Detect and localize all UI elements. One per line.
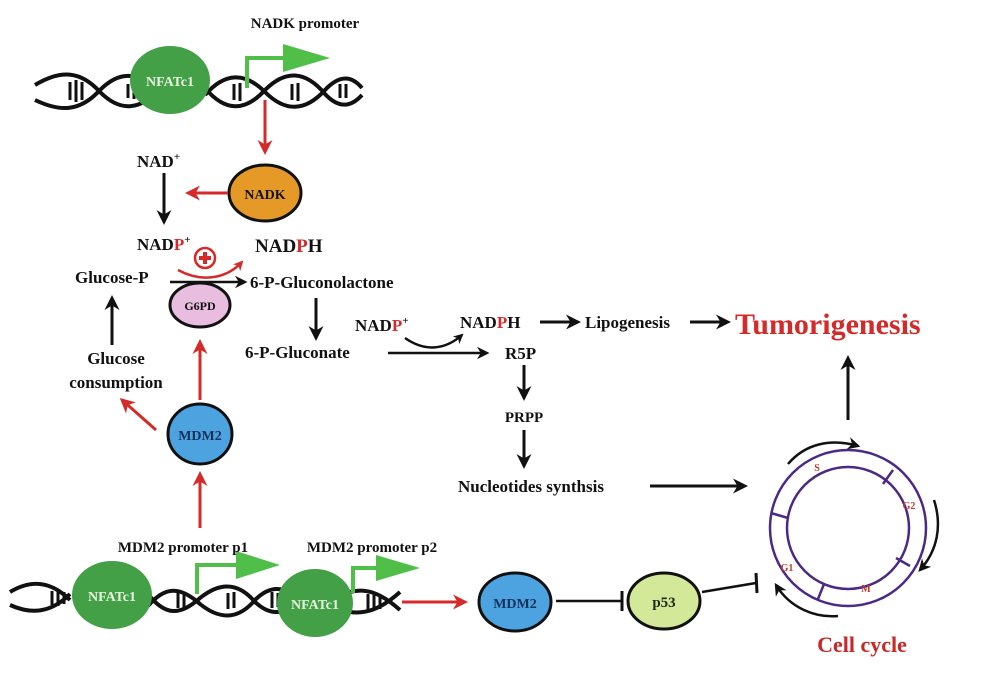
tumorigenesis-label: Tumorigenesis — [735, 308, 921, 341]
glucose-consumption-label-1: Glucose — [87, 349, 145, 368]
phase-g1-label: G1 — [781, 563, 794, 574]
phase-s-label: S — [814, 463, 820, 474]
mdm2-promoter-p2-label: MDM2 promoter p2 — [307, 540, 437, 556]
gluconate-label: 6-P-Gluconate — [245, 343, 350, 362]
nfatc1-top-label: NFATc1 — [146, 75, 194, 90]
mdm2-to-glucose-arrow — [119, 398, 157, 432]
nadp-to-nadph-2-arrow — [404, 333, 464, 349]
glucose-p-label: Glucose-P — [75, 268, 149, 287]
nucleotides-label: Nucleotides synthsis — [458, 477, 604, 496]
nadph-label: NADPH — [255, 236, 323, 257]
nfatc1-bottom-2-node — [277, 569, 353, 637]
mdm2-promoter-p1-label: MDM2 promoter p1 — [118, 540, 248, 556]
p53-label: p53 — [652, 595, 675, 611]
phase-g2-label: G2 — [903, 501, 916, 512]
nfatc1-bottom-2-label: NFATc1 — [291, 598, 339, 613]
top-dna-strand — [33, 72, 364, 111]
p53-inhibits-cycle — [701, 581, 757, 594]
nadp-to-nadph-arrow — [177, 260, 244, 279]
gluconolactone-label: 6-P-Gluconolactone — [250, 273, 394, 292]
g6pd-node — [168, 281, 232, 329]
prpp-label: PRPP — [505, 410, 543, 426]
nfatc1-bottom-1-node — [72, 561, 152, 629]
activation-plus-icon — [193, 246, 217, 270]
mdm2-lower-node — [477, 571, 553, 633]
inhibition-bar-icon — [754, 572, 759, 594]
nadk-promoter-label: NADK promoter — [251, 16, 360, 32]
nadp-plus-label: NADP+ — [137, 234, 191, 254]
nadk-label: NADK — [244, 188, 285, 203]
phase-m-label: M — [861, 584, 871, 595]
bottom-dna-strand — [8, 581, 402, 618]
nfatc1-top-node — [130, 46, 210, 114]
glucose-consumption-label-2: consumption — [69, 373, 163, 392]
cell-cycle-label: Cell cycle — [817, 632, 907, 657]
nfatc1-bottom-1-label: NFATc1 — [88, 590, 136, 605]
nadph-2-label: NADPH — [460, 313, 520, 332]
r5p-label: R5P — [505, 344, 536, 363]
nadp-plus-2-label: NADP+ — [355, 315, 409, 335]
nad-plus-label: NAD+ — [137, 151, 180, 171]
mdm2-promoter-p1-arrow-icon — [195, 551, 280, 594]
mdm2-promoter-p2-arrow-icon — [351, 555, 420, 593]
mdm2-upper-label: MDM2 — [178, 429, 222, 444]
cell-cycle-diagram — [768, 437, 940, 618]
lipogenesis-label: Lipogenesis — [585, 313, 670, 332]
g6pd-label: G6PD — [184, 299, 216, 313]
mdm2-upper-node — [166, 402, 234, 466]
mdm2-lower-label: MDM2 — [493, 597, 537, 612]
nadk-promoter-arrow-icon — [245, 44, 330, 88]
p53-node — [626, 571, 702, 631]
nadk-node — [227, 163, 303, 223]
